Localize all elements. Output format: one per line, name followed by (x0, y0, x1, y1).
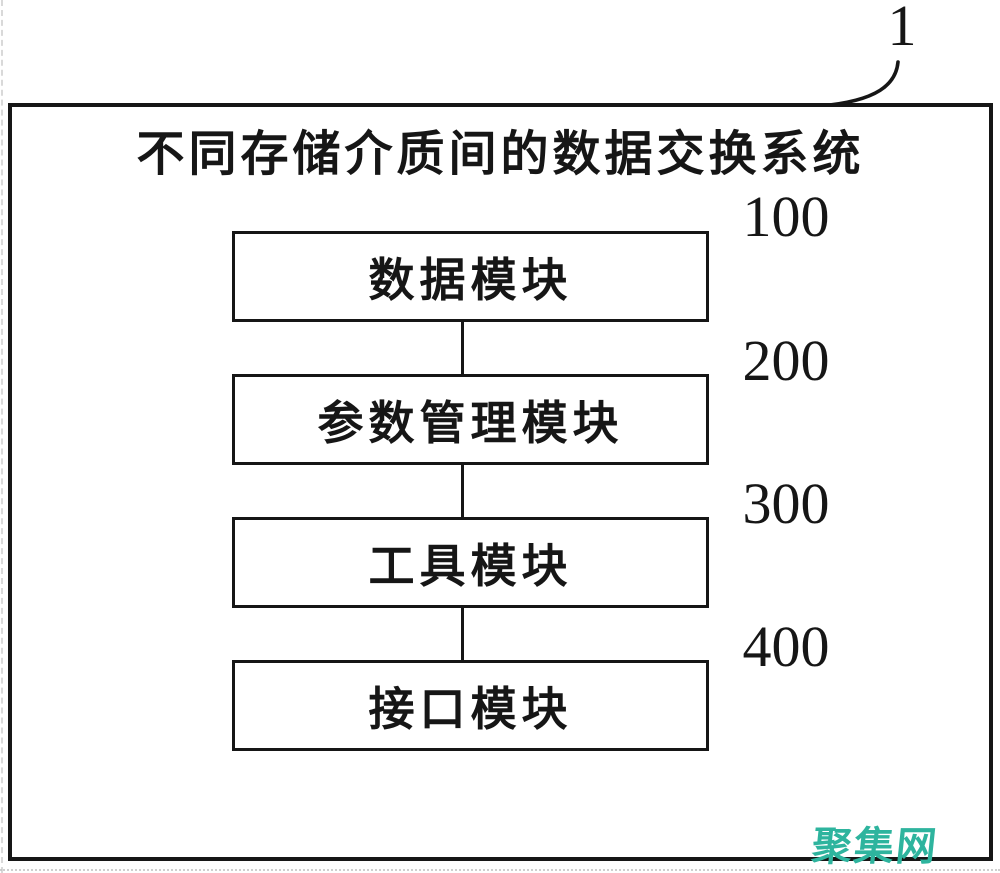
leader-curve-ref-1 (818, 60, 900, 108)
ref-number-400: 400 (742, 614, 830, 679)
module-box-data: 数据模块 (232, 231, 709, 322)
module-box-parameter-management: 参数管理模块 (232, 374, 709, 465)
module-box-interface: 接口模块 (232, 660, 709, 751)
ref-number-300: 300 (742, 471, 830, 536)
module-box-tool: 工具模块 (232, 517, 709, 608)
ref-number-200: 200 (742, 328, 830, 393)
scan-artifact-bottom-edge (0, 869, 1000, 871)
watermark-text: 聚集网 (809, 825, 941, 869)
module-label: 数据模块 (368, 254, 573, 306)
module-label: 工具模块 (368, 540, 573, 592)
figure-ref-label: 1 (887, 0, 917, 58)
system-title: 不同存储介质间的数据交换系统 (136, 128, 865, 181)
system-boundary-box: 不同存储介质间的数据交换系统 数据模块 参数管理模块 工具模块 接口模块 (8, 103, 993, 861)
connector-line-2-3 (461, 465, 464, 517)
connector-line-3-4 (461, 608, 464, 660)
connector-line-1-2 (461, 322, 464, 374)
module-label: 接口模块 (368, 683, 573, 735)
ref-number-100: 100 (742, 184, 830, 249)
module-label: 参数管理模块 (317, 397, 624, 449)
scan-artifact-left-edge (1, 0, 3, 873)
